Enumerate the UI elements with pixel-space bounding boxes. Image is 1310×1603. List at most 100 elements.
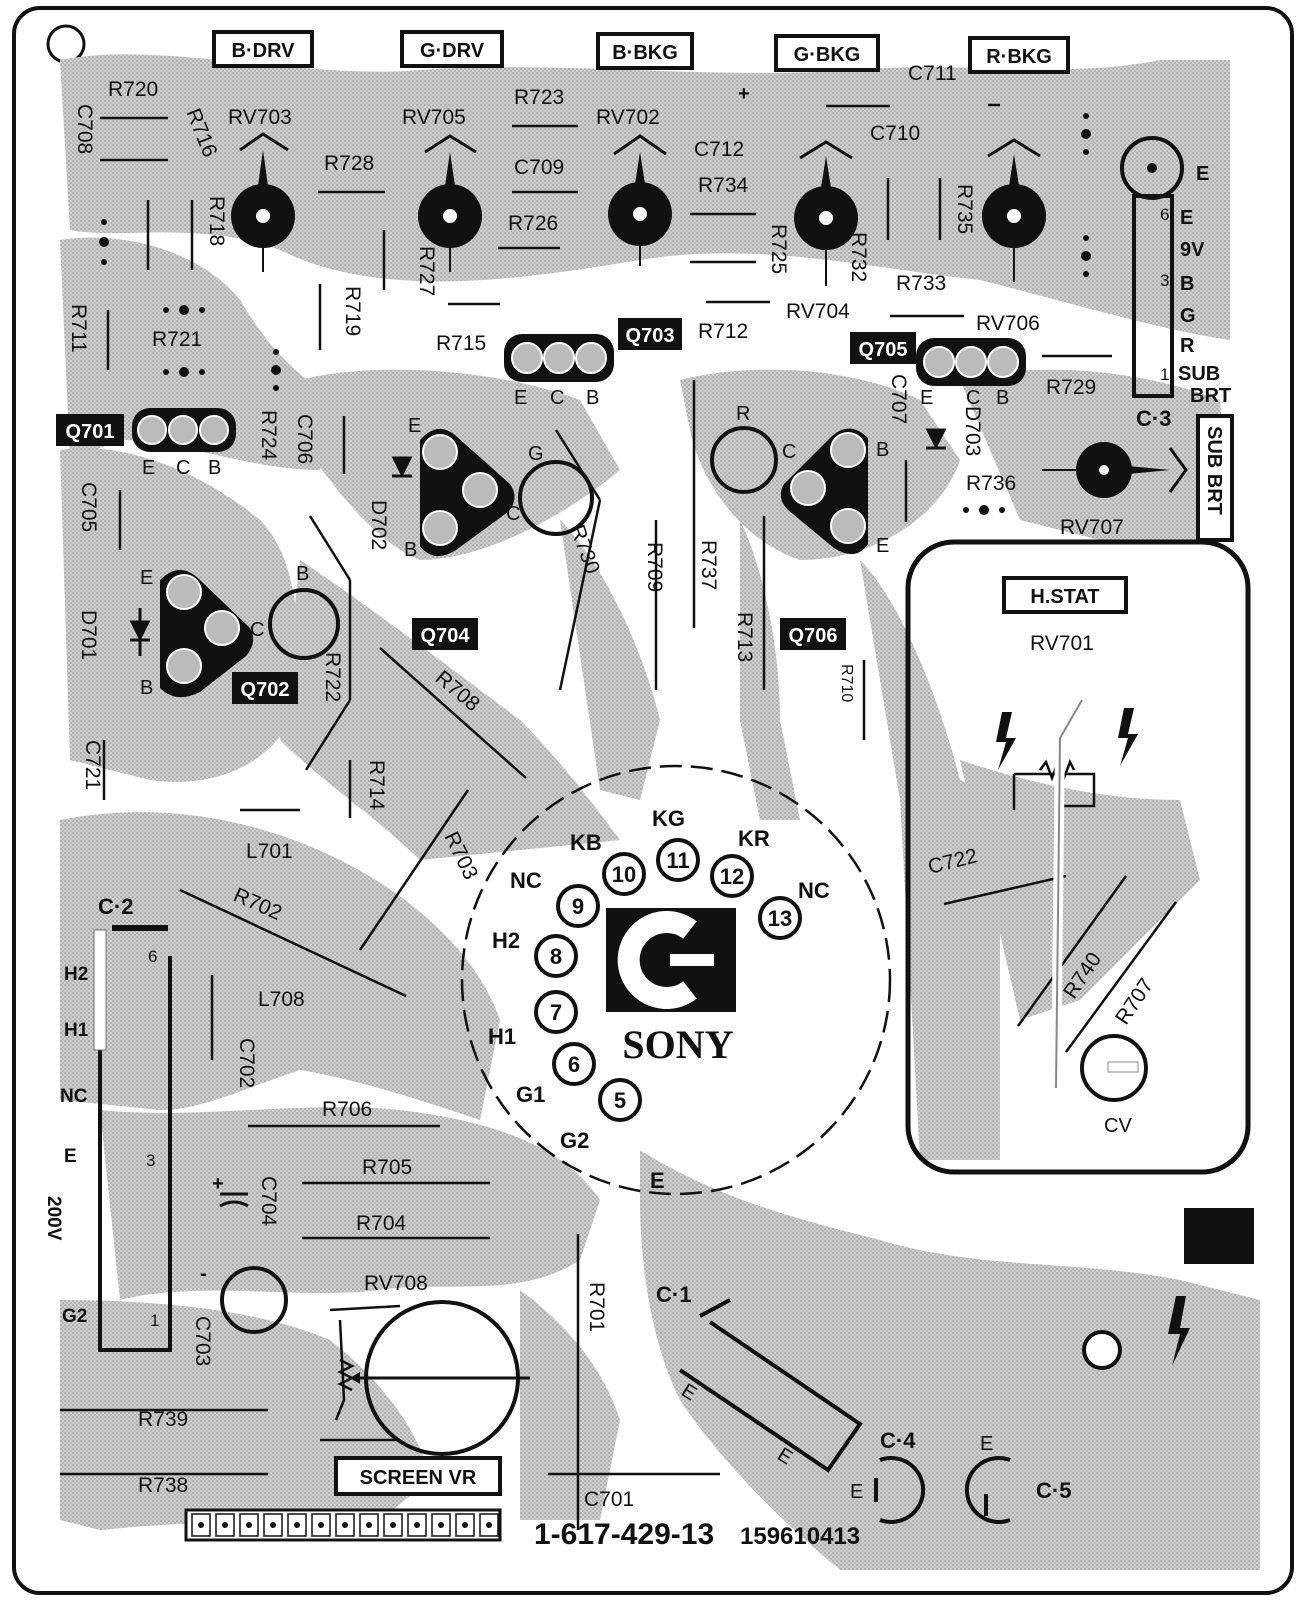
c5-label: C·5 — [1036, 1478, 1071, 1503]
q706-triangle — [780, 428, 868, 555]
q702-triangle — [160, 570, 254, 698]
socket-pin-12: 12 — [720, 864, 744, 889]
c3-pin-6: E — [1180, 207, 1193, 229]
r706-label: R706 — [322, 1098, 372, 1121]
c2-num-3: 3 — [146, 1151, 155, 1170]
c710-label: C710 — [870, 122, 920, 145]
c4-label: C·4 — [880, 1428, 916, 1453]
rv703-label: RV703 — [228, 106, 292, 129]
c2-pin-h1: H1 — [64, 1020, 89, 1041]
b-drv-box — [212, 30, 314, 68]
q706-r-ring — [710, 426, 778, 494]
part-number: 1-617-429-13 — [534, 1518, 714, 1551]
socket-pin-8: 8 — [550, 944, 562, 969]
b-bkg-label: B·BKG — [612, 42, 678, 64]
q705-b: B — [996, 387, 1009, 409]
d703-label: D703 — [961, 406, 984, 456]
c3-pin-g: G — [1180, 305, 1196, 327]
socket-pin-7: 7 — [550, 1000, 562, 1025]
q705-pads — [916, 338, 1026, 386]
socket-e: E — [650, 1168, 665, 1193]
rv707-label: RV707 — [1060, 516, 1124, 539]
c703-minus: - — [200, 1263, 207, 1285]
r712-label: R712 — [698, 320, 748, 343]
r738-label: R738 — [138, 1474, 188, 1497]
rv708-label: RV708 — [364, 1272, 428, 1295]
cv-label: CV — [1104, 1115, 1132, 1137]
rv705-label: RV705 — [402, 106, 466, 129]
q701-pads — [132, 408, 236, 452]
header-pin-dot — [222, 1522, 228, 1528]
header-pin-dot — [438, 1522, 444, 1528]
rv704-label: RV704 — [786, 300, 850, 323]
c721-label: C721 — [81, 740, 104, 790]
ground-pad — [1082, 1330, 1122, 1370]
r737-label: R737 — [697, 540, 720, 590]
q701-b: B — [208, 457, 221, 479]
edge-tab — [1184, 1208, 1254, 1264]
rv704-pot — [794, 140, 858, 286]
header-pin-dot — [270, 1522, 276, 1528]
socket-pin-6: 6 — [568, 1052, 580, 1077]
c1-bracket — [678, 1298, 863, 1473]
r724-label: R724 — [257, 410, 280, 461]
transistor-pin-letters: E C B E C B E C B E C B B E C B G R C B … — [140, 387, 1009, 699]
header-pin-dot — [462, 1522, 468, 1528]
rv703-pot — [231, 132, 295, 272]
header-pin-dot — [318, 1522, 324, 1528]
r739-label: R739 — [138, 1408, 188, 1431]
r725-label: R725 — [767, 224, 790, 274]
header-pin-dot — [198, 1522, 204, 1528]
q701-c: C — [176, 457, 190, 479]
c712-plus: + — [738, 83, 750, 105]
r-bkg-label: R·BKG — [986, 46, 1052, 68]
socket-labels: 5 6 7 8 9 10 11 12 13 KB KG KR NC NC H2 … — [488, 806, 830, 1193]
r721-label: R721 — [152, 328, 202, 351]
r715-label: R715 — [436, 332, 486, 355]
c711-label: C711 — [908, 62, 957, 85]
socket-kb: KB — [570, 830, 602, 855]
q704-tag: Q704 — [421, 625, 471, 647]
socket-pin-10: 10 — [612, 862, 636, 887]
q704-g: G — [528, 443, 544, 465]
q706-e: E — [876, 535, 889, 557]
rv702-label: RV702 — [596, 106, 660, 129]
c2-pin-nc: NC — [60, 1086, 88, 1107]
g-bkg-label: G·BKG — [794, 44, 861, 66]
c707-label: C707 — [887, 374, 910, 424]
c704-symbol — [219, 1192, 249, 1208]
rv701-label: RV701 — [1030, 632, 1094, 655]
board-code: 159610413 — [740, 1523, 860, 1550]
c709-label: C709 — [514, 156, 564, 179]
c702-label: C702 — [235, 1038, 258, 1088]
socket-pin-5: 5 — [614, 1088, 626, 1113]
q702-b-ring — [268, 588, 340, 660]
socket-nc-left: NC — [510, 868, 542, 893]
r719-label: R719 — [341, 286, 364, 336]
c3-pin-r: R — [1180, 335, 1195, 357]
rv706-pot — [982, 138, 1046, 282]
c3-pin-3-num: 3 — [1160, 271, 1169, 290]
r711-label: R711 — [67, 304, 90, 353]
rv707-pot — [1042, 442, 1188, 498]
transistor-tags: Q701 Q702 Q703 Q704 Q705 Q706 — [56, 318, 916, 704]
c704-label: C704 — [257, 1176, 280, 1227]
h-stat-block — [905, 539, 1251, 1175]
socket-kg: KG — [652, 806, 685, 831]
c703-label: C703 — [191, 1316, 214, 1366]
r732-label: R732 — [847, 232, 870, 282]
c2-label: C·2 — [98, 894, 133, 919]
socket-kr: KR — [738, 826, 770, 851]
g-bkg-box — [774, 34, 880, 72]
q702-e: E — [140, 567, 153, 589]
q704-e: E — [408, 415, 421, 437]
r714-label: R714 — [365, 760, 388, 811]
q705-e: E — [920, 387, 933, 409]
c2-pin-g2: G2 — [62, 1306, 87, 1327]
c708-label: C708 — [73, 104, 96, 154]
boxed-labels-top: B·DRV G·DRV B·BKG G·BKG R·BKG — [212, 30, 1070, 74]
rv705-pot — [418, 134, 482, 272]
l701-label: L701 — [246, 840, 293, 863]
r727-label: R727 — [415, 246, 438, 296]
